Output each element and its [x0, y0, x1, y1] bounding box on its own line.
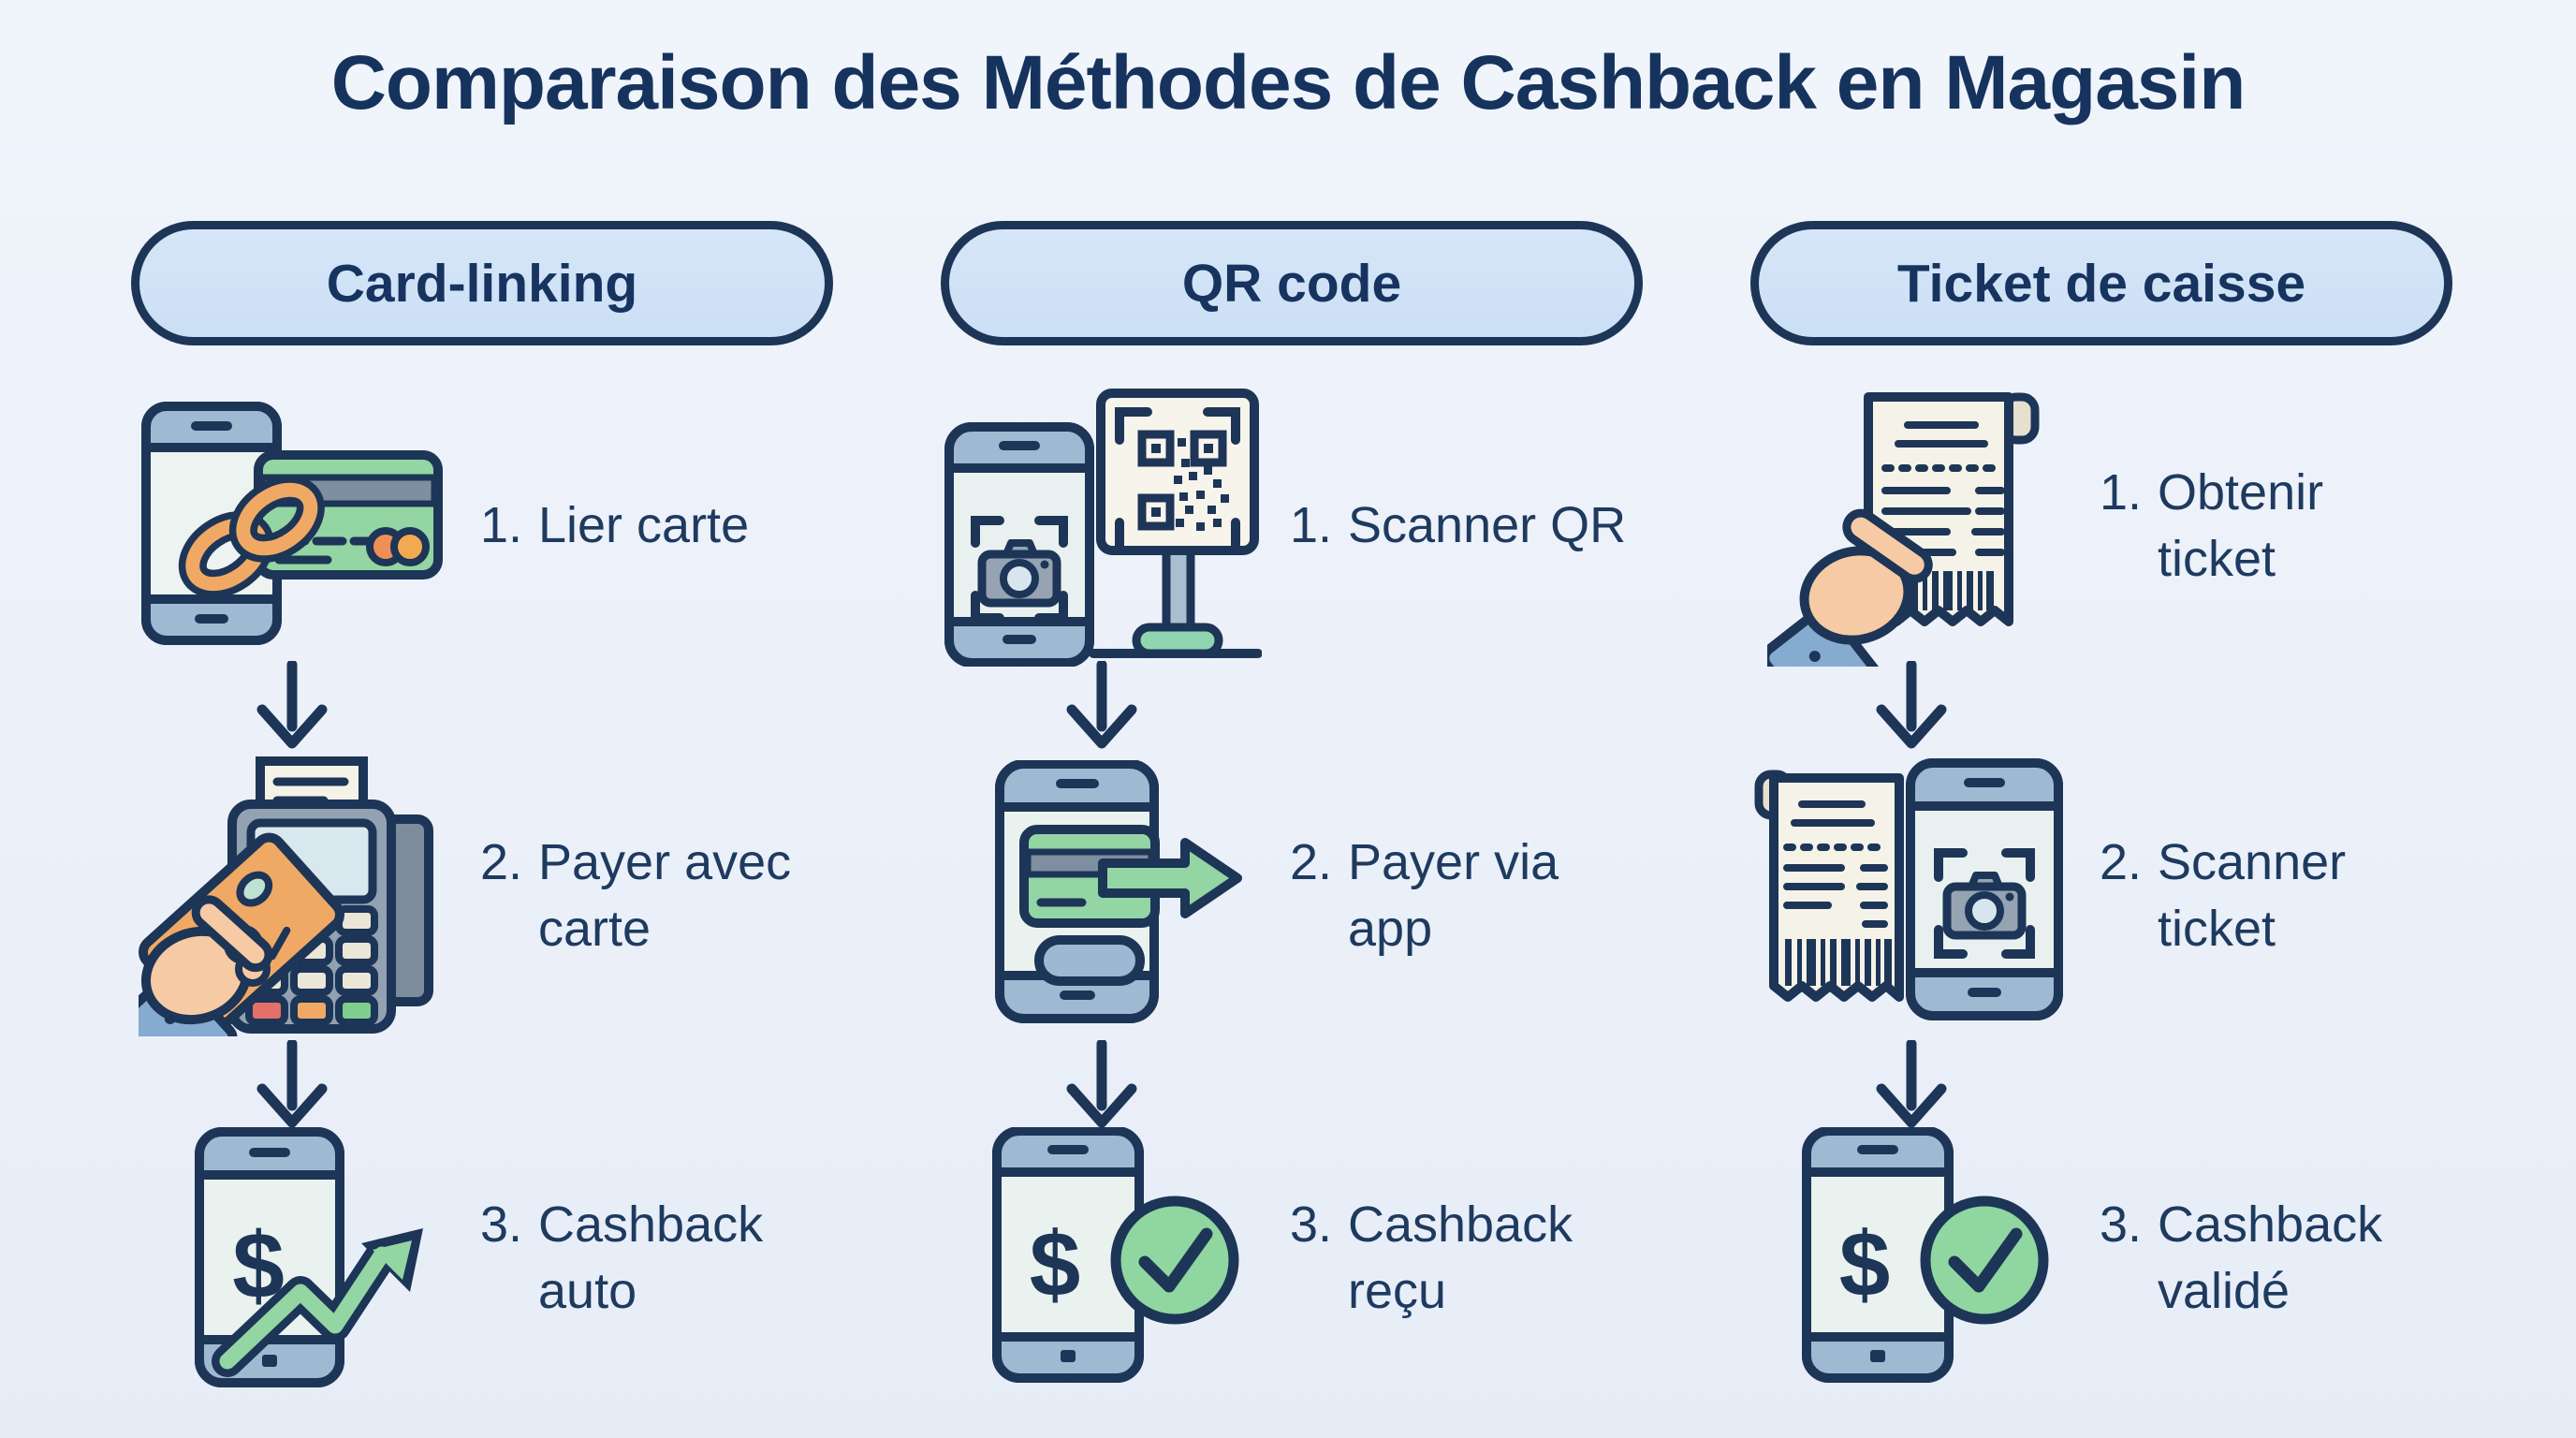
phone-cashback-check-icon: $: [991, 1127, 1238, 1384]
column-header-card-linking: Card-linking: [131, 221, 833, 346]
receipt-phone-scan-icon: [1754, 757, 2063, 1020]
column-header-qr-code: QR code: [941, 221, 1643, 346]
phone-cashback-growth-icon: $: [194, 1127, 423, 1388]
flow-arrow-icon: [1066, 1040, 1137, 1128]
flow-arrow-icon: [256, 1040, 328, 1128]
flow-arrow-icon: [1066, 661, 1137, 749]
hand-receipt-icon: [1766, 391, 2039, 667]
flow-arrow-icon: [1876, 661, 1947, 749]
chain-link-icon: [178, 475, 325, 598]
phone-card-pay-arrow-icon: [994, 759, 1242, 1023]
phone-qr-sign-scan-icon: [944, 388, 1262, 667]
svg-text:$: $: [1029, 1212, 1080, 1315]
step-label: 1. Scanner QR: [1290, 497, 1627, 554]
column-card-linking: Card-linking: [131, 221, 833, 1388]
scan-frame-icon: [1933, 847, 2035, 959]
column-qr-code: QR code: [941, 221, 1643, 1385]
scan-frame-icon: [970, 515, 1068, 623]
flow-arrow-icon: [256, 661, 328, 749]
page-title: Comparaison des Méthodes de Cashback en …: [330, 40, 2247, 125]
qr-pattern: [1137, 430, 1229, 531]
steps-card-linking: 1. Lier carte: [131, 392, 833, 1388]
steps-qr-code: 1. Scanner QR: [941, 388, 1643, 1385]
camera-icon: [1942, 871, 2026, 940]
flow-arrow-icon: [1876, 1040, 1947, 1128]
svg-text:$: $: [1838, 1212, 1890, 1315]
step-row: 1. Lier carte: [131, 392, 833, 659]
phone-card-link-icon: [140, 401, 443, 645]
column-header-ticket-de-caisse: Ticket de caisse: [1750, 221, 2452, 346]
barcode: [1784, 938, 1892, 986]
comparison-columns: Card-linking: [0, 221, 2576, 1388]
step-label: 1. Lier carte: [480, 497, 750, 554]
column-ticket-de-caisse: Ticket de caisse: [1750, 221, 2452, 1385]
phone-cashback-check-icon: $: [1801, 1127, 2048, 1384]
step-row: 1. Scanner QR: [941, 388, 1643, 667]
terminal-card-payment-icon: [138, 756, 433, 1036]
camera-icon: [977, 538, 1061, 608]
